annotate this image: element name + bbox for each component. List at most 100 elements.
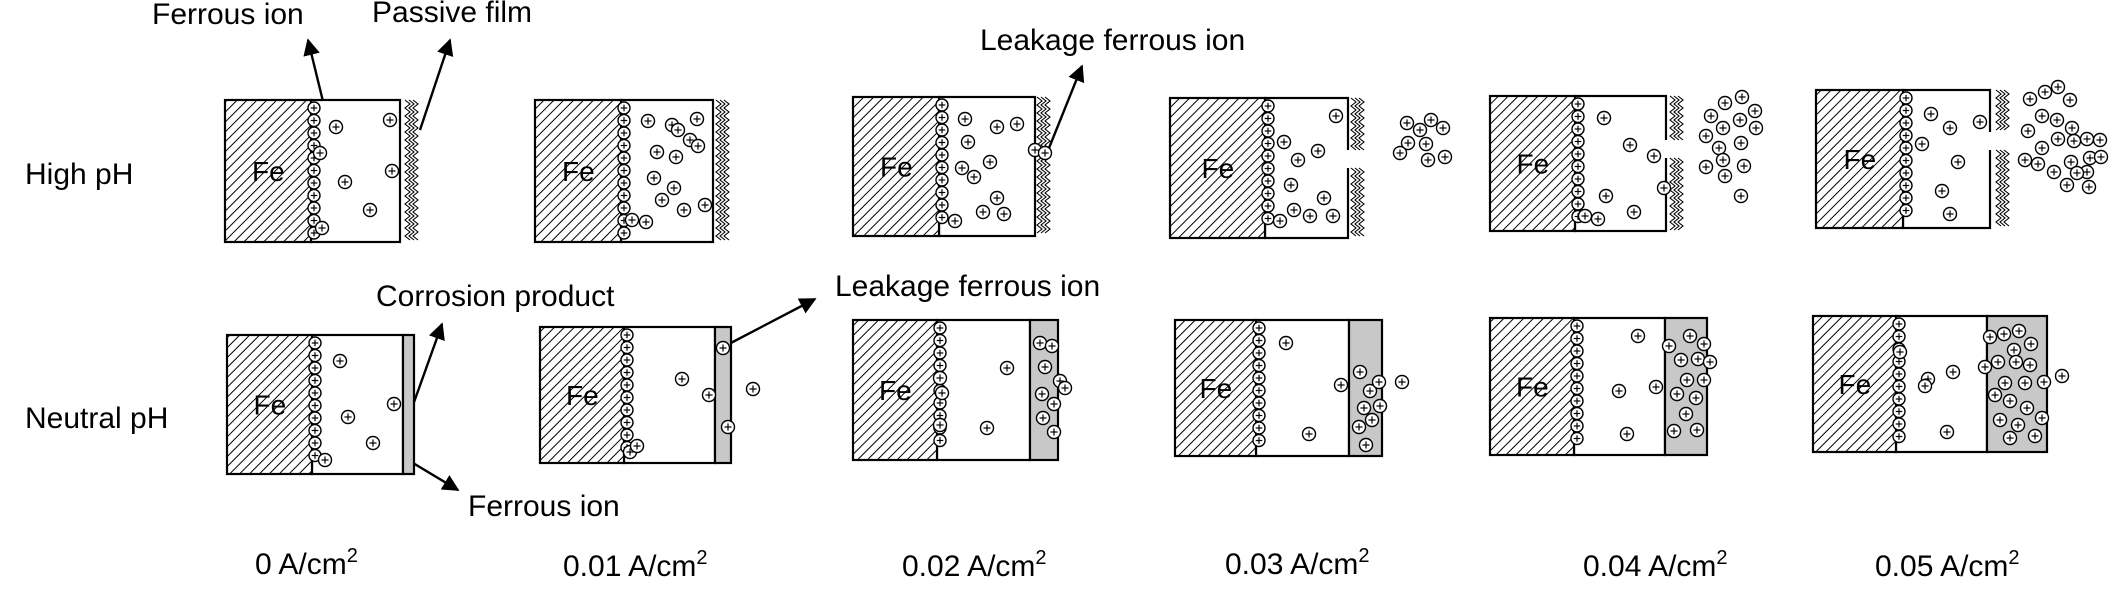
ferrous-ion-icon [1748,120,1764,136]
ferrous-ion-icon [314,220,330,236]
ferrous-ion-icon [386,396,402,412]
ferrous-ion-icon [2064,120,2080,136]
ferrous-ion-icon [1261,174,1275,188]
ferrous-ion-icon [720,419,736,435]
ferrous-ion-icon [1899,191,1913,205]
ferrous-ion-icon [676,202,692,218]
ferrous-ion-icon [1044,338,1060,354]
ferrous-ion-icon [1899,128,1913,143]
fe-label: Fe [1839,369,1872,400]
ferrous-ion-icon [1698,159,1714,175]
ferrous-ion-icon [1570,419,1584,433]
ferrous-ion-icon [701,387,717,403]
ferrous-ion-icon [2059,177,2075,193]
ferrous-ion-icon [1972,114,1988,130]
ferrous-ion-icon [640,113,656,129]
solution-box [935,318,1032,462]
ferrous-ion-icon [649,144,665,160]
fe-label: Fe [254,390,287,421]
ferrous-ion-icon [1325,208,1341,224]
ferrous-ion-icon [617,176,631,190]
ferrous-ion-icon [2022,91,2038,107]
ferrous-ion-icon [934,385,950,401]
current-density-label-1: 0.01 A/cm2 [563,547,708,583]
ferrous-ion-icon [1571,109,1585,124]
ferrous-ion-icon [1698,128,1714,144]
row-label-neutral-ph: Neutral pH [25,402,168,435]
passive-film [1995,149,2010,227]
current-density-label-2: 0.02 A/cm2 [902,547,1047,583]
ferrous-ion-icon [1252,433,1266,448]
fe-label: Fe [252,156,285,187]
ferrous-ion-icon [1571,184,1585,199]
ferrous-ion-icon [935,123,949,137]
ferrous-ion-icon [1733,135,1749,151]
ferrous-ion-icon [1261,149,1275,163]
ferrous-ion-icon [617,188,631,203]
ferrous-ion-icon [1656,180,1672,196]
ferrous-ion-icon [1992,412,2008,428]
arrow-leakage-top [1043,64,1085,159]
neutral-ph-panel-4: Fe [1488,316,1718,457]
ferrous-ion-icon [365,435,381,451]
ferrous-ion-icon [332,353,348,369]
ferrous-ion-icon [933,433,947,448]
ferrous-ion-icon [1351,419,1367,435]
ferrous-ion-icon [1570,319,1584,333]
ferrous-ion-icon [1252,333,1266,348]
ferrous-ion-icon [1252,346,1266,360]
ferrous-ion-icon [1362,383,1378,399]
ferrous-ion-icon [1977,359,1993,375]
ferrous-ion-icon [1717,168,1733,184]
ferrous-ion-icon [666,180,682,196]
ferrous-ion-icon [1252,421,1266,435]
ferrous-ion-icon [307,113,321,128]
ferrous-ion-icon [1352,364,1368,380]
ferrous-ion-icon [1630,328,1646,344]
ferrous-ion-icon [1892,429,1906,444]
ferrous-ion-icon [1037,359,1053,375]
ferrous-ion-icon [1690,351,1706,367]
ferrous-ion-icon [689,111,705,127]
arrow-corrosion-product [411,322,445,406]
ferrous-ion-icon [1261,161,1275,176]
ferrous-ion-icon [1715,152,1731,168]
fe-label: Fe [566,380,599,411]
ferrous-ion-icon [620,328,634,342]
ferrous-ion-icon [2036,374,2052,390]
fe-label: Fe [1202,153,1235,184]
annotation-ferrous-ion-top: Ferrous ion [152,0,304,31]
annotation-leakage-ferrous-ion-top: Leakage ferrous ion [980,24,1245,57]
ferrous-ion-icon [1261,111,1275,126]
ferrous-ion-icon [2002,393,2018,409]
fe-metal [1488,316,1576,457]
solution-box [1901,88,1992,230]
ferrous-ion-icon [1283,177,1299,193]
fe-metal [1488,94,1577,233]
ferrous-ion-icon [1394,374,1410,390]
ferrous-ion-icon [954,160,970,176]
ferrous-ion-icon [1899,103,1913,118]
ferrous-ion-icon [620,415,634,430]
ferrous-ion-icon [1669,386,1685,402]
ferrous-ion-icon [1892,329,1906,344]
ferrous-ion-icon [1689,422,1705,438]
ferrous-ion-icon [1400,135,1416,151]
ferrous-ion-icon [2081,179,2097,195]
ferrous-ion-icon [1892,367,1906,381]
ferrous-ion-icon [1571,197,1585,211]
ferrous-ion-icon [2034,410,2050,426]
ferrous-ion-icon [1252,371,1266,385]
fe-metal [851,318,939,462]
ferrous-ion-icon [1261,99,1275,113]
annotation-leakage-ferrous-ion-bottom: Leakage ferrous ion [835,270,1100,303]
ferrous-ion-icon [935,148,949,162]
fe-label: Fe [562,156,595,187]
ferrous-ion-icon [1590,211,1606,227]
ferrous-ion-icon [1278,335,1294,351]
ferrous-ion-icon [1252,408,1266,423]
annotation-corrosion-product: Corrosion product [376,280,615,313]
ferrous-ion-icon [1892,417,1906,431]
ferrous-ion-icon [1261,186,1275,201]
